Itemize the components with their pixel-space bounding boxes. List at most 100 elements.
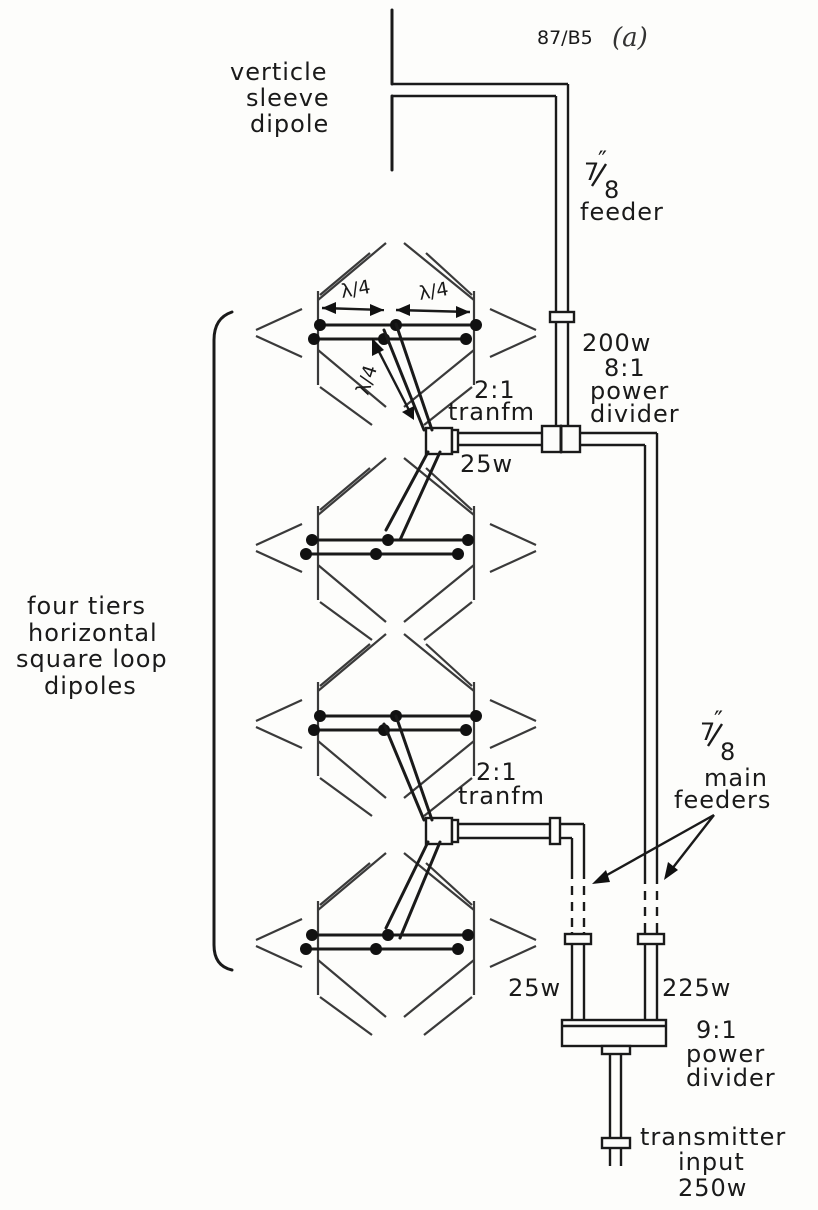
- loop-element: [255, 307, 303, 332]
- feed-point-dot: [382, 929, 394, 941]
- loop-element: [317, 852, 387, 911]
- transmitter-power: 250w: [678, 1174, 747, 1202]
- labels: 87/B5 (a) verticle sleeve dipole 7 ″ 8 f…: [16, 23, 786, 1202]
- tiers-label-4: dipoles: [44, 672, 137, 700]
- top-divider-ratio: 8:1: [604, 354, 646, 382]
- feed-point-dot: [306, 534, 318, 546]
- tiers-label-1: four tiers: [27, 592, 146, 620]
- top-divider-power: 200w: [582, 329, 651, 357]
- main-feeders-line2: feeders: [674, 786, 771, 814]
- loop-element: [403, 349, 475, 408]
- main-feeders-mark: ″: [714, 706, 724, 734]
- main-feeder-arrows: [592, 813, 715, 884]
- lower-transformer-box: [424, 816, 454, 846]
- lower-transformer-ratio: 2:1: [476, 758, 518, 786]
- bottom-divider-line2: divider: [686, 1064, 776, 1092]
- top-divider-line2: divider: [590, 400, 680, 428]
- feed-point-dot: [452, 548, 464, 560]
- loop-element: [255, 698, 303, 723]
- upper-transformer: [424, 426, 460, 456]
- loop-element: [319, 996, 373, 1036]
- loop-element: [489, 307, 537, 332]
- loop-element: [403, 633, 475, 692]
- feed-point-dot: [462, 929, 474, 941]
- loop-element: [403, 852, 475, 911]
- feeder-word: feeder: [580, 198, 664, 226]
- loop-element: [319, 862, 371, 906]
- feed-point-dot: [452, 943, 464, 955]
- loop-element: [319, 643, 371, 687]
- loop-element: [317, 349, 387, 408]
- loop-element: [403, 242, 475, 301]
- loop-element: [319, 601, 373, 641]
- bottom-divider-line1: power: [686, 1040, 765, 1068]
- upper-transformer-name: tranfm: [448, 398, 535, 426]
- lambda-label-3: λ/4: [352, 362, 382, 397]
- loop-element: [403, 740, 475, 799]
- lower-transformer: [424, 816, 593, 1020]
- bottom-divider-ratio: 9:1: [696, 1016, 738, 1044]
- transmitter-line2: input: [678, 1148, 745, 1176]
- loop-element: [489, 698, 537, 723]
- loop-element: [255, 549, 303, 574]
- loop-element: [319, 252, 371, 296]
- feed-point-dot: [470, 319, 482, 331]
- left-branch-power: 25w: [508, 974, 561, 1002]
- right-branch-power: 225w: [662, 974, 731, 1002]
- loop-element: [403, 457, 475, 516]
- feed-point-dot: [300, 943, 312, 955]
- loop-element: [317, 633, 387, 692]
- loop-element: [319, 386, 373, 426]
- loop-element: [317, 242, 387, 301]
- loop-element: [489, 944, 537, 969]
- loop-element: [425, 862, 473, 906]
- divider-9-1-body: [560, 1018, 668, 1048]
- lambda-dimensions: [321, 302, 471, 420]
- loop-element: [319, 467, 371, 511]
- dipole-label-2: sleeve: [246, 84, 330, 112]
- lower-transformer-name: tranfm: [458, 782, 545, 810]
- vertical-sleeve-dipole: [390, 8, 568, 172]
- feed-point-dot: [460, 333, 472, 345]
- lambda-label-1: λ/4: [339, 276, 372, 303]
- feeder-coupling: [548, 310, 576, 324]
- feed-point-dot: [460, 724, 472, 736]
- loop-element: [425, 467, 473, 511]
- input-coupling: [600, 1136, 632, 1150]
- loop-element: [423, 777, 473, 817]
- feed-point-dot: [470, 710, 482, 722]
- loop-dipole-tiers: [255, 242, 537, 1036]
- feed-point-dot: [306, 929, 318, 941]
- feed-point-dot: [370, 548, 382, 560]
- bottom-power-divider: [560, 1018, 668, 1166]
- loop-element: [319, 777, 373, 817]
- loop-element: [317, 959, 387, 1018]
- feed-point-dot: [308, 724, 320, 736]
- feed-point-dot: [300, 548, 312, 560]
- feed-point-dot: [314, 710, 326, 722]
- loop-element: [317, 740, 387, 799]
- feed-point-dot: [382, 534, 394, 546]
- feeder-fraction-den: 8: [604, 176, 620, 204]
- loop-element: [255, 917, 303, 942]
- top-divider-line1: power: [590, 377, 669, 405]
- dipole-label-3: dipole: [250, 110, 329, 138]
- loop-element: [255, 944, 303, 969]
- upper-transformer-ratio: 2:1: [474, 376, 516, 404]
- lambda-label-2: λ/4: [417, 278, 450, 305]
- tiers-label-3: square loop: [16, 645, 168, 673]
- loop-element: [489, 522, 537, 547]
- transmitter-line1: transmitter: [640, 1123, 786, 1151]
- dipole-label-1: verticle: [230, 58, 328, 86]
- main-feeders-line1: main: [704, 764, 768, 792]
- loop-element: [317, 564, 387, 623]
- ref-code: 87/B5: [537, 27, 593, 49]
- loop-element: [423, 996, 473, 1036]
- loop-element: [255, 334, 303, 359]
- loop-element: [423, 386, 473, 426]
- loop-element: [425, 252, 473, 296]
- left-feeder-coupling: [563, 932, 593, 946]
- top-feeder: [548, 84, 576, 428]
- loop-element: [489, 725, 537, 750]
- ref-suffix: (a): [612, 23, 648, 53]
